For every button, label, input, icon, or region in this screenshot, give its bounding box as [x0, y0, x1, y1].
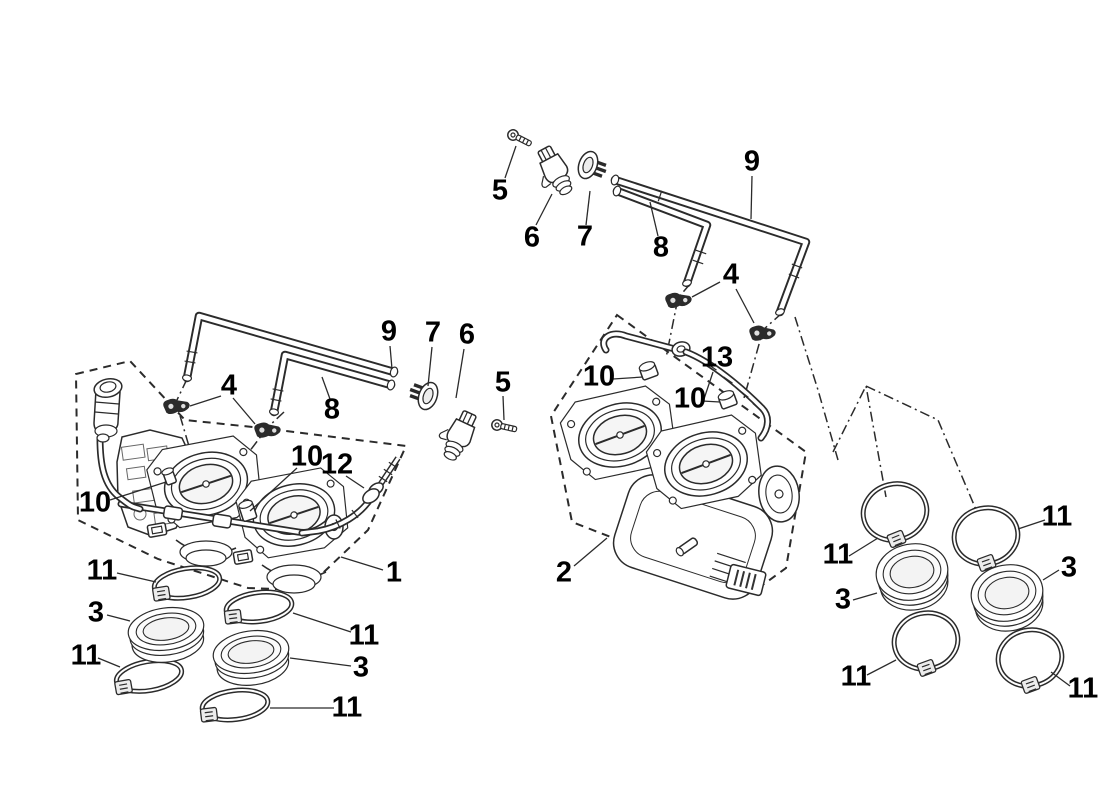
assembly-1-outline [74, 359, 408, 592]
callout-11-h: 11 [1068, 673, 1099, 705]
callout-12: 12 [321, 449, 353, 481]
fuel-fitting-12 [298, 456, 401, 537]
callout-3-b: 3 [353, 652, 369, 684]
intake-sleeve [966, 558, 1050, 638]
pipe-clip [664, 288, 693, 311]
callout-11-d: 11 [332, 692, 363, 724]
pipe-clip [253, 419, 282, 440]
callout-7-top: 7 [577, 221, 593, 253]
callout-10-c: 10 [583, 361, 615, 393]
fuel-pipe-8-top [612, 185, 712, 288]
callout-3-c: 3 [835, 584, 851, 616]
callout-13: 13 [701, 342, 733, 374]
callout-2: 2 [556, 557, 572, 589]
callout-9-left: 9 [381, 316, 397, 348]
mounting-screw [505, 127, 534, 150]
callout-11-f: 11 [841, 661, 872, 693]
fuel-injector [717, 390, 738, 410]
hose-clamp [993, 624, 1069, 698]
callout-4-left: 4 [221, 370, 237, 402]
sensor-6 [431, 404, 482, 465]
fuel-pipe-9-left [181, 311, 399, 383]
pipe-clip [162, 394, 191, 417]
pipe-clip [748, 322, 777, 343]
callout-5-top: 5 [492, 175, 508, 207]
hose-clamp [889, 607, 965, 681]
fuel-hose-13 [682, 348, 771, 442]
callout-8-top: 8 [653, 232, 669, 264]
sensor-7 [574, 148, 612, 186]
leader-lines [97, 145, 1071, 709]
callout-8-left: 8 [324, 394, 340, 426]
callout-11-g: 11 [1042, 501, 1073, 533]
hose-clamp [198, 687, 269, 724]
hose-clamp [112, 656, 184, 696]
callout-11-c: 11 [349, 620, 380, 652]
throttle-body-assembly-2 [554, 330, 800, 600]
hose-clamp [222, 589, 293, 626]
sensor-6 [526, 142, 579, 203]
intake-sleeve [209, 625, 294, 691]
callout-6-left: 6 [459, 319, 475, 351]
callout-7-left: 7 [425, 317, 441, 349]
callout-5-left: 5 [495, 367, 511, 399]
fuel-pipe-8-left [268, 350, 396, 417]
intake-sleeve [124, 602, 209, 668]
callout-11-a: 11 [87, 555, 118, 587]
mounting-screw [490, 418, 519, 436]
fuel-injector [638, 361, 659, 381]
hose-clamp [857, 477, 934, 553]
intake-sleeve [871, 537, 955, 617]
callout-11-b: 11 [71, 640, 102, 672]
callout-3-a: 3 [88, 597, 104, 629]
hose-clamp [150, 564, 222, 603]
callout-10-d: 10 [674, 383, 706, 415]
callout-10-a: 10 [79, 487, 111, 519]
fuel-pipe-9-top [610, 174, 811, 317]
callout-10-b: 10 [291, 441, 323, 473]
fuel-injector [238, 499, 258, 523]
callout-1: 1 [386, 557, 402, 589]
gear-cover [758, 465, 800, 523]
callout-9-top: 9 [744, 146, 760, 178]
callout-6-top: 6 [524, 222, 540, 254]
callout-4-right: 4 [723, 259, 739, 291]
callout-11-e: 11 [823, 539, 854, 571]
fuel-injector [161, 467, 177, 486]
callout-3-d: 3 [1061, 552, 1077, 584]
sensor-7 [404, 375, 442, 413]
callout-labels: 5 6 7 8 9 4 9 7 6 5 8 4 10 10 12 1 11 3 … [71, 146, 1099, 724]
